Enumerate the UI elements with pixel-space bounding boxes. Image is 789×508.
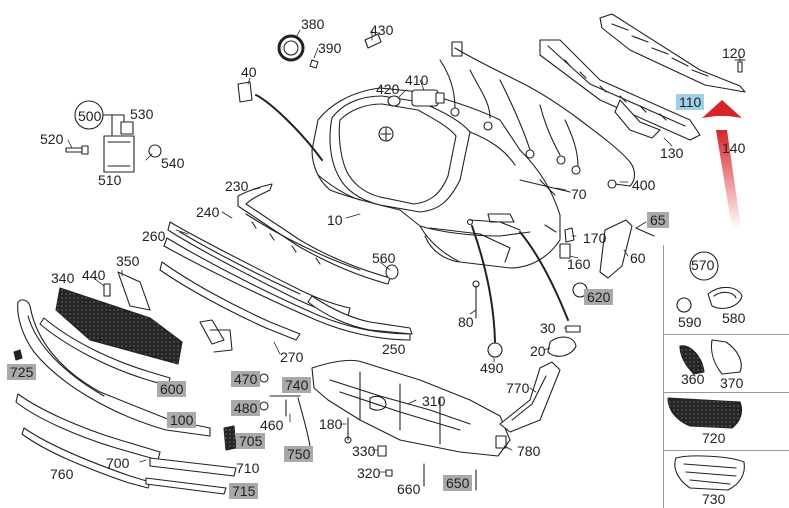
callout-380: 380 — [301, 16, 325, 32]
detail-divider-2 — [663, 392, 789, 393]
callout-420: 420 — [376, 81, 400, 97]
callout-520: 520 — [40, 131, 64, 147]
callout-760: 760 — [50, 466, 74, 482]
callout-715: 715 — [229, 483, 259, 499]
callout-330: 330 — [352, 443, 376, 459]
callout-705: 705 — [236, 433, 266, 449]
callout-180: 180 — [319, 416, 343, 432]
lower-grille — [39, 271, 183, 387]
side-brackets — [472, 219, 655, 449]
callout-710: 710 — [236, 460, 260, 476]
leader-lines — [67, 29, 741, 487]
callout-510: 510 — [98, 172, 122, 188]
callout-650: 650 — [443, 475, 473, 491]
callout-430: 430 — [370, 22, 394, 38]
callout-750: 750 — [284, 446, 314, 462]
upper-support — [599, 13, 746, 93]
side-panel-parts — [667, 251, 745, 491]
callout-60: 60 — [630, 250, 646, 266]
detail-divider-1 — [663, 334, 789, 335]
fasteners — [145, 373, 477, 495]
callout-740: 740 — [282, 377, 312, 393]
callout-340: 340 — [51, 270, 75, 286]
callout-310: 310 — [422, 393, 446, 409]
callout-120: 120 — [722, 45, 746, 61]
callout-560: 560 — [372, 250, 396, 266]
callout-320: 320 — [357, 465, 381, 481]
callout-470: 470 — [231, 371, 261, 387]
callout-140: 140 — [722, 140, 746, 156]
callout-720: 720 — [702, 430, 726, 446]
callout-730: 730 — [702, 491, 726, 507]
callout-400: 400 — [632, 177, 656, 193]
radar-sensor — [387, 89, 445, 107]
callout-110: 110 — [676, 94, 705, 110]
callout-70: 70 — [571, 186, 587, 202]
callout-360: 360 — [681, 371, 705, 387]
underbody-shield — [311, 359, 511, 457]
detail-divider-3 — [663, 450, 789, 451]
callout-250: 250 — [382, 341, 406, 357]
bracket-40 — [237, 81, 323, 161]
tow-hook-caps — [385, 225, 581, 358]
callout-460: 460 — [260, 417, 284, 433]
callout-270: 270 — [280, 349, 304, 365]
callout-660: 660 — [397, 481, 421, 497]
bumper-cover — [311, 87, 561, 269]
callout-370: 370 — [720, 375, 744, 391]
callout-490: 490 — [480, 360, 504, 376]
callout-100: 100 — [167, 412, 197, 428]
callout-580: 580 — [722, 310, 746, 326]
callout-725: 725 — [7, 364, 37, 380]
callout-160: 160 — [567, 256, 591, 272]
callout-480: 480 — [231, 400, 261, 416]
callout-410: 410 — [405, 72, 429, 88]
callout-240: 240 — [196, 204, 220, 220]
callout-230: 230 — [225, 178, 249, 194]
callout-40: 40 — [241, 64, 257, 80]
emblem-parts — [277, 33, 382, 69]
callout-780: 780 — [517, 443, 541, 459]
callout-130: 130 — [660, 145, 684, 161]
callout-770: 770 — [506, 380, 530, 396]
detail-panel — [663, 245, 789, 508]
impact-beam — [539, 39, 701, 141]
callout-350: 350 — [116, 253, 140, 269]
callout-65: 65 — [647, 212, 669, 228]
callout-30: 30 — [540, 320, 556, 336]
callout-10: 10 — [327, 212, 343, 228]
front-spoiler — [13, 299, 211, 489]
red-arrow — [702, 100, 742, 229]
callout-80: 80 — [458, 314, 474, 330]
callout-530: 530 — [130, 106, 154, 122]
callout-20: 20 — [530, 343, 546, 359]
callout-570: 570 — [691, 257, 715, 273]
callout-620: 620 — [584, 289, 614, 305]
callout-600: 600 — [157, 381, 187, 397]
callout-260: 260 — [142, 228, 166, 244]
callout-540: 540 — [161, 155, 185, 171]
trim-strips — [159, 183, 413, 353]
callout-170: 170 — [583, 230, 607, 246]
callout-390: 390 — [318, 40, 342, 56]
callout-700: 700 — [106, 455, 130, 471]
callout-440: 440 — [82, 267, 106, 283]
wiring-harness — [439, 41, 636, 193]
callout-500: 500 — [78, 108, 102, 124]
callout-590: 590 — [678, 314, 702, 330]
